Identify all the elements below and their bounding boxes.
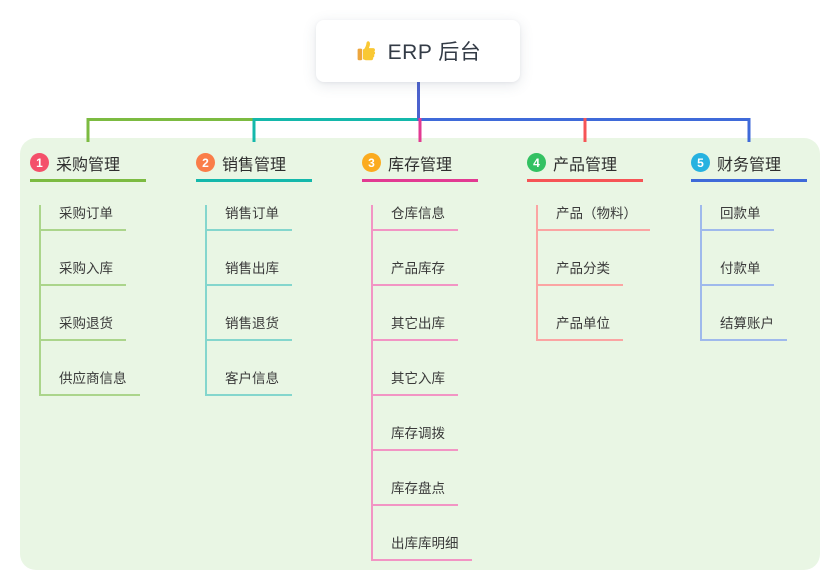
branch-children: 销售订单销售出库销售退货客户信息 (205, 205, 326, 396)
branch-number-badge: 3 (362, 153, 381, 172)
branch-children: 产品（物料） 产品分类产品单位 (536, 205, 657, 341)
child-node[interactable]: 销售退货 (207, 315, 292, 341)
child-node[interactable]: 采购退货 (41, 315, 126, 341)
child-node[interactable]: 产品分类 (538, 260, 623, 286)
branch-number-badge: 2 (196, 153, 215, 172)
branch-column: 2 销售管理销售订单销售出库销售退货客户信息 (196, 148, 326, 396)
branch-number-badge: 4 (527, 153, 546, 172)
child-node[interactable]: 采购订单 (41, 205, 126, 231)
branch-column: 5 财务管理回款单付款单结算账户 (691, 148, 821, 341)
child-node[interactable]: 销售订单 (207, 205, 292, 231)
child-node[interactable]: 其它入库 (373, 370, 458, 396)
branch-children: 采购订单采购入库采购退货供应商信息 (39, 205, 160, 396)
branch-label: 采购管理 (56, 156, 121, 174)
branch-children: 仓库信息产品库存其它出库其它入库库存调拨库存盘点出库库明细 (371, 205, 492, 561)
branch-number-badge: 5 (691, 153, 710, 172)
branch-heading[interactable]: 1 采购管理 (30, 148, 146, 182)
child-node[interactable]: 产品单位 (538, 315, 623, 341)
branch-number-badge: 1 (30, 153, 49, 172)
branch-label: 产品管理 (553, 156, 618, 174)
branch-heading[interactable]: 4 产品管理 (527, 148, 643, 182)
root-label: ERP 后台 (387, 41, 482, 64)
child-node[interactable]: 结算账户 (702, 315, 787, 341)
child-node[interactable]: 采购入库 (41, 260, 126, 286)
branch-heading[interactable]: 3 库存管理 (362, 148, 478, 182)
child-node[interactable]: 仓库信息 (373, 205, 458, 231)
thumbs-up-icon (355, 39, 379, 63)
child-node[interactable]: 库存调拨 (373, 425, 458, 451)
child-node[interactable]: 付款单 (702, 260, 774, 286)
child-node[interactable]: 客户信息 (207, 370, 292, 396)
branch-label: 库存管理 (388, 156, 453, 174)
child-node[interactable]: 产品库存 (373, 260, 458, 286)
branch-column: 1 采购管理采购订单采购入库采购退货供应商信息 (30, 148, 160, 396)
branch-column: 4 产品管理产品（物料） 产品分类产品单位 (527, 148, 657, 341)
branch-heading[interactable]: 5 财务管理 (691, 148, 807, 182)
branch-label: 财务管理 (717, 156, 782, 174)
branch-column: 3 库存管理仓库信息产品库存其它出库其它入库库存调拨库存盘点出库库明细 (362, 148, 492, 561)
child-node[interactable]: 回款单 (702, 205, 774, 231)
child-node[interactable]: 出库库明细 (373, 535, 472, 561)
child-node[interactable]: 供应商信息 (41, 370, 140, 396)
branch-heading[interactable]: 2 销售管理 (196, 148, 312, 182)
child-node[interactable]: 销售出库 (207, 260, 292, 286)
root-node[interactable]: ERP 后台 (316, 20, 520, 82)
background-panel (20, 138, 820, 570)
branch-children: 回款单付款单结算账户 (700, 205, 821, 341)
branch-label: 销售管理 (222, 156, 287, 174)
child-node[interactable]: 其它出库 (373, 315, 458, 341)
child-node[interactable]: 产品（物料） (538, 205, 650, 231)
child-node[interactable]: 库存盘点 (373, 480, 458, 506)
